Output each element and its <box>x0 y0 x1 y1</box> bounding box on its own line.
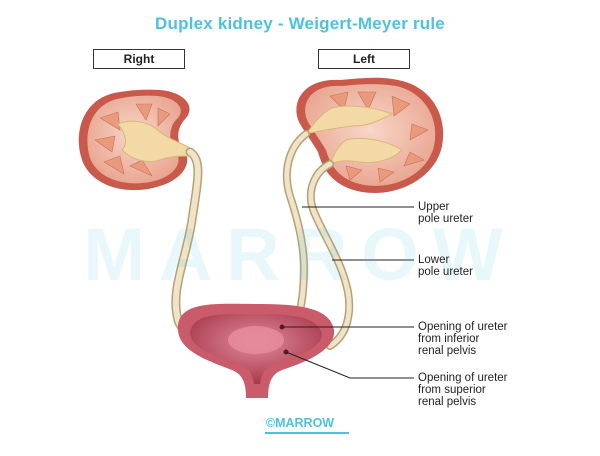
upper-pole-ureter-label: Upper pole ureter <box>418 201 473 225</box>
superior-opening-leader <box>285 351 414 379</box>
marrow-watermark: MARROW <box>83 213 517 296</box>
inferior-opening-label: Opening of ureter from inferior renal pe… <box>418 321 508 357</box>
lower-pole-ureter-label: Lower pole ureter <box>418 254 473 278</box>
right-kidney-pelvis <box>117 120 193 163</box>
left-kidney-upper-pelvis <box>304 105 394 135</box>
right-side-label: Right <box>93 49 185 69</box>
bladder-trigone <box>228 326 284 354</box>
superior-opening-label: Opening of ureter from superior renal pe… <box>418 372 508 408</box>
right-kidney <box>78 89 193 191</box>
left-side-label: Left <box>318 49 410 69</box>
marrow-footer-logo: ©MARROW <box>265 416 335 430</box>
left-kidney-pyramids <box>329 91 429 183</box>
left-kidney-lower-pelvis <box>329 137 403 165</box>
footer-underline <box>265 432 349 434</box>
leader-lines <box>282 206 414 379</box>
right-kidney-pyramids <box>94 103 171 177</box>
diagram-title: Duplex kidney - Weigert-Meyer rule <box>155 14 445 33</box>
bladder <box>177 303 335 398</box>
